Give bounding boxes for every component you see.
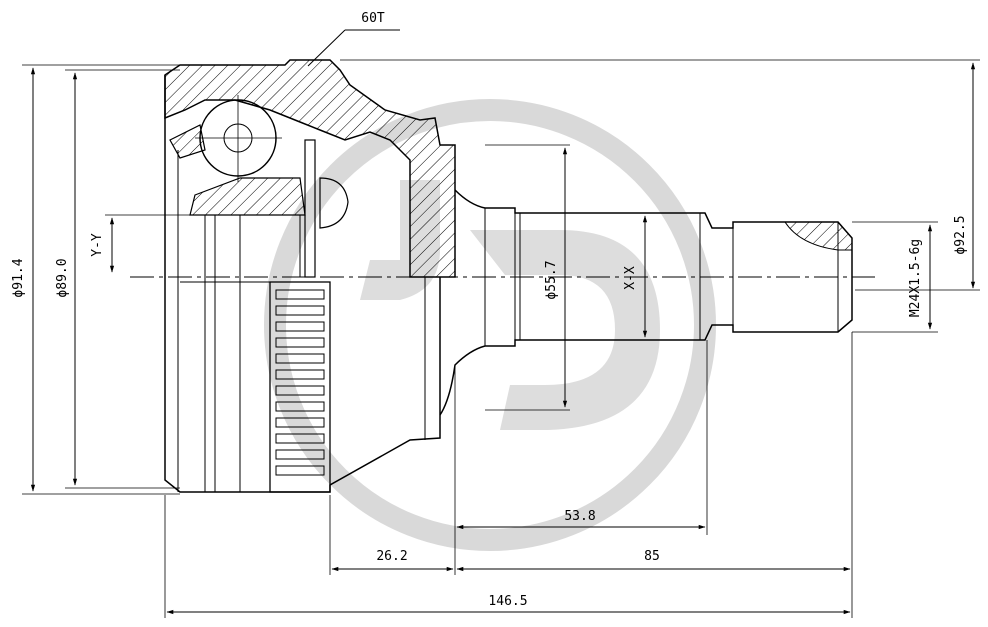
watermark-logo: JD [264, 99, 716, 551]
len-53-8-label: 53.8 [564, 509, 595, 524]
teeth-label: 60T [361, 11, 385, 26]
dim-dia-55-7: ϕ55.7 [485, 144, 570, 411]
abs-slot [275, 337, 325, 348]
dim-len-85: 85 [456, 549, 851, 572]
abs-slot [275, 321, 325, 332]
teeth-callout: 60T [307, 11, 400, 67]
dim-len-53-8: 53.8 [456, 509, 706, 530]
abs-slot [275, 449, 325, 460]
dia-right-label: ϕ92.5 [953, 215, 968, 254]
abs-slot [275, 289, 325, 300]
thread-label: M24X1.5-6g [908, 239, 923, 317]
section-y-y: Y-Y [90, 214, 195, 273]
abs-slot [275, 369, 325, 380]
stub-shaft [439, 189, 853, 416]
abs-ring [269, 281, 331, 493]
len-85-label: 85 [644, 549, 660, 564]
dim-thread: M24X1.5-6g [852, 221, 938, 333]
abs-slot [275, 433, 325, 444]
len-total-label: 146.5 [488, 594, 527, 609]
dim-len-26-2: 26.2 [331, 549, 454, 572]
dim-dia-92-5: ϕ92.5 [953, 62, 976, 289]
dia-left-outer-label: ϕ91.4 [11, 258, 26, 297]
abs-slot [275, 305, 325, 316]
dim-dia-89-0: ϕ89.0 [55, 72, 78, 486]
len-26-2-label: 26.2 [376, 549, 407, 564]
abs-slot [275, 401, 325, 412]
abs-slot [275, 465, 325, 476]
housing-section [164, 59, 456, 278]
abs-slot [275, 417, 325, 428]
axis-x-label: X-X [623, 266, 638, 290]
axis-y-label: Y-Y [90, 233, 105, 257]
dia-left-inner-label: ϕ89.0 [55, 258, 70, 297]
abs-slot [275, 353, 325, 364]
section-x-x: X-X [623, 215, 648, 338]
dim-dia-91-4: ϕ91.4 [11, 67, 36, 492]
abs-slot [275, 385, 325, 396]
dia-shaft-label: ϕ55.7 [544, 260, 559, 299]
dim-len-146-5: 146.5 [166, 594, 851, 615]
ball-element [195, 95, 282, 182]
